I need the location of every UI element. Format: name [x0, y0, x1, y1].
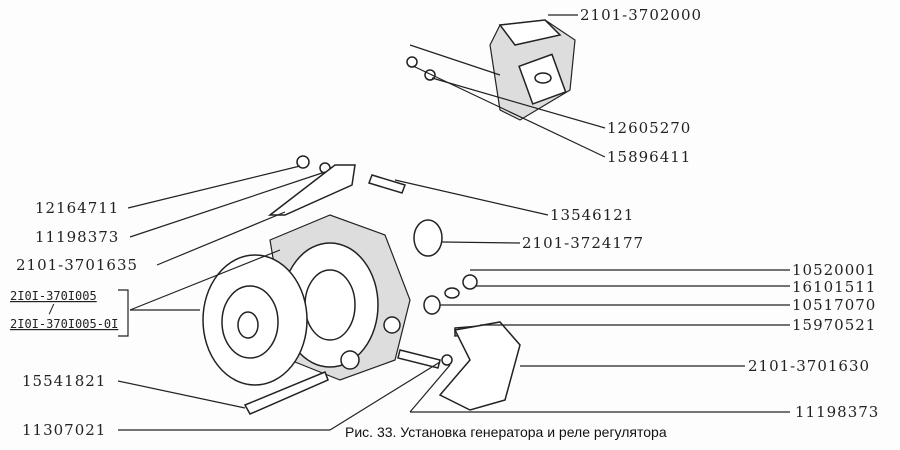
label-washer-1: 16101511 — [792, 278, 876, 296]
label-nut-bracket: 12164711 — [35, 199, 119, 217]
label-nut-long: 11307021 — [22, 421, 106, 439]
label-alternator-b: 2I0I-370I005-0I — [10, 317, 118, 331]
label-nut-1: 10520001 — [792, 261, 876, 279]
washer-1-drawing — [444, 287, 460, 299]
label-washer-2: 10517070 — [792, 296, 876, 314]
bolt-middle-drawing — [397, 349, 441, 369]
label-stud: 13546121 — [550, 206, 634, 224]
regulator-relay-drawing — [489, 19, 576, 121]
label-alternator-a: 2I0I-370I005 — [10, 289, 97, 303]
adjusting-bar-drawing — [267, 164, 356, 216]
washer-2-drawing — [423, 295, 441, 315]
washer-bottom-drawing — [441, 354, 453, 366]
leader-lines — [117, 14, 790, 431]
label-bushing: 2101-3724177 — [522, 234, 644, 252]
label-adjusting-bar: 2101-3701635 — [16, 256, 138, 274]
label-bolt-1: 15970521 — [792, 316, 876, 334]
nut-relay-drawing — [406, 56, 418, 68]
stud-drawing — [368, 174, 406, 194]
mount-bracket-drawing — [438, 321, 521, 411]
nut-bracket-drawing — [296, 155, 310, 169]
bushing-drawing — [413, 219, 443, 257]
alternator-drawing — [202, 214, 411, 386]
label-washer-bracket: 11198373 — [35, 228, 119, 246]
nut-1-drawing — [462, 274, 478, 290]
bolt-long-drawing — [243, 371, 329, 415]
label-nut-relay: 15896411 — [607, 148, 691, 166]
label-alternator-sep: / — [48, 302, 55, 316]
label-washer-bottom: 11198373 — [795, 403, 879, 421]
label-washer-relay: 12605270 — [607, 119, 691, 137]
label-regulator-relay: 2101-3702000 — [580, 6, 702, 24]
label-mount-bracket: 2101-3701630 — [748, 357, 870, 375]
figure-caption: Рис. 33. Установка генератора и реле рег… — [345, 424, 667, 440]
label-bolt-long: 15541821 — [22, 372, 106, 390]
